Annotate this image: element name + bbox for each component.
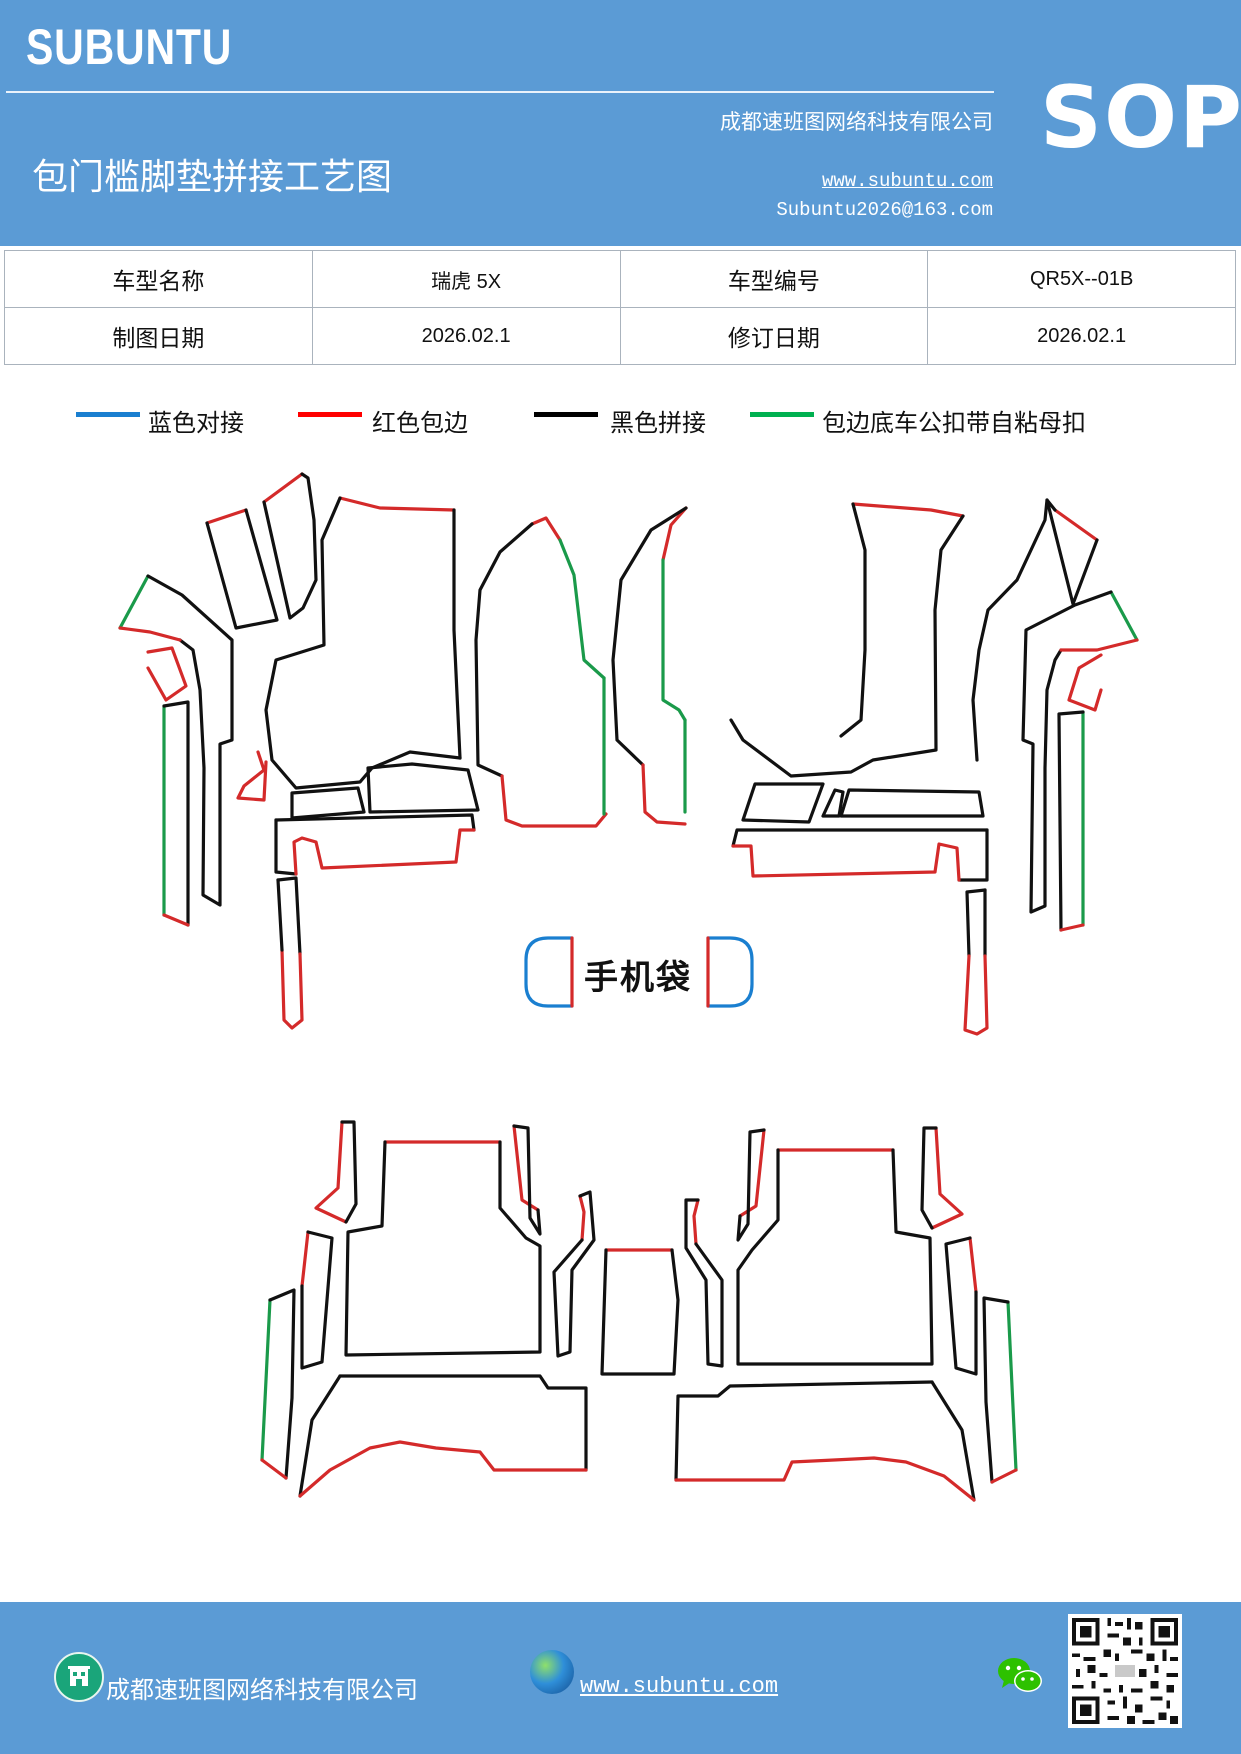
footer-company: 成都速班图网络科技有限公司 xyxy=(106,1676,418,1704)
header-banner: SUBUNTU 成都速班图网络科技有限公司 包门槛脚垫拼接工艺图 www.sub… xyxy=(0,0,1241,246)
page-title: 包门槛脚垫拼接工艺图 xyxy=(32,157,393,198)
legend-label-black: 黑色拼接 xyxy=(610,409,706,437)
legend-swatch-black xyxy=(534,412,598,417)
model-name-value: 瑞虎 5X xyxy=(311,250,621,308)
header-website-link[interactable]: www.subuntu.com xyxy=(821,170,993,192)
phone-pocket-group xyxy=(524,936,754,1008)
mat-splicing-diagram xyxy=(118,472,1139,1502)
legend-swatch-blue xyxy=(76,412,140,417)
table-row: 制图日期 2026.02.1 修订日期 2026.02.1 xyxy=(4,307,1236,365)
right-front-mat-group xyxy=(611,498,1139,1036)
model-code-value: QR5X--01B xyxy=(927,250,1236,308)
legend-label-red: 红色包边 xyxy=(372,409,468,437)
rear-left-mat-group xyxy=(260,1120,596,1498)
phone-pocket-label: 手机袋 xyxy=(584,958,692,998)
rear-right-mat-group xyxy=(674,1126,1018,1502)
table-row: 车型名称 瑞虎 5X 车型编号 QR5X--01B xyxy=(4,250,1236,308)
legend-label-blue: 蓝色对接 xyxy=(148,409,244,437)
footer-website-link[interactable]: www.subuntu.com xyxy=(580,1674,779,1699)
left-front-mat-group xyxy=(118,472,608,1030)
header-email: Subuntu2026@163.com xyxy=(776,199,993,221)
model-name-label: 车型名称 xyxy=(4,250,313,308)
header-company: 成都速班图网络科技有限公司 xyxy=(720,110,993,134)
legend-label-green: 包边底车公扣带自粘母扣 xyxy=(822,409,1086,437)
revise-date-label: 修订日期 xyxy=(619,307,929,365)
header-divider xyxy=(6,91,994,93)
qr-code xyxy=(1068,1614,1182,1728)
draw-date-value: 2026.02.1 xyxy=(311,307,621,365)
model-code-label: 车型编号 xyxy=(619,250,929,308)
vehicle-info-table: 车型名称 瑞虎 5X 车型编号 QR5X--01B 制图日期 2026.02.1… xyxy=(4,250,1236,365)
brand-logo: SUBUNTU xyxy=(26,19,233,75)
sop-label: SOP xyxy=(1040,68,1241,168)
draw-date-label: 制图日期 xyxy=(4,307,313,365)
globe-icon xyxy=(530,1650,574,1694)
color-legend: 蓝色对接 红色包边 黑色拼接 包边底车公扣带自粘母扣 xyxy=(0,403,1241,443)
legend-swatch-green xyxy=(750,412,814,417)
rear-middle-mat xyxy=(600,1248,680,1376)
legend-swatch-red xyxy=(298,412,362,417)
wechat-icon[interactable] xyxy=(996,1654,1044,1698)
building-icon xyxy=(54,1652,104,1702)
footer-banner: 成都速班图网络科技有限公司 www.subuntu.com xyxy=(0,1602,1241,1754)
revise-date-value: 2026.02.1 xyxy=(927,307,1236,365)
